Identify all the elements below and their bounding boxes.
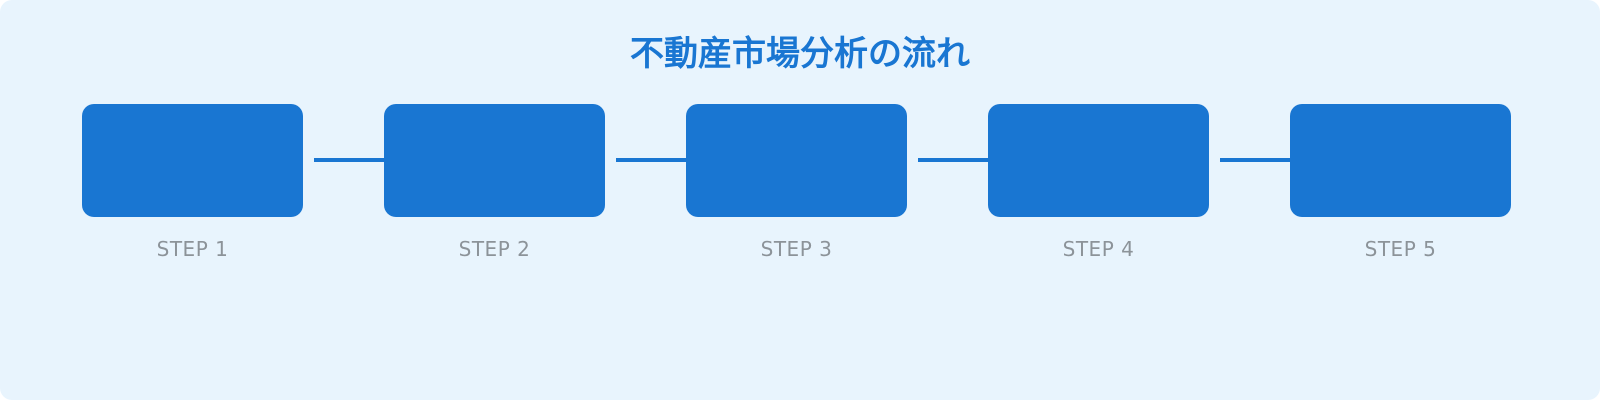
- step-5-label: STEP 5: [1364, 237, 1437, 261]
- step-2-label: STEP 2: [458, 237, 531, 261]
- step-4-box: [988, 104, 1209, 217]
- connector-1-2: [314, 158, 384, 162]
- step-1-box: [82, 104, 303, 217]
- step-3-box: [686, 104, 907, 217]
- step-1-label: STEP 1: [156, 237, 229, 261]
- step-2-box: [384, 104, 605, 217]
- step-4-label: STEP 4: [1062, 237, 1135, 261]
- diagram-title: 不動産市場分析の流れ: [630, 34, 970, 74]
- connector-4-5: [1220, 158, 1290, 162]
- connector-2-3: [616, 158, 686, 162]
- connector-3-4: [918, 158, 988, 162]
- step-3-label: STEP 3: [760, 237, 833, 261]
- step-5-box: [1290, 104, 1511, 217]
